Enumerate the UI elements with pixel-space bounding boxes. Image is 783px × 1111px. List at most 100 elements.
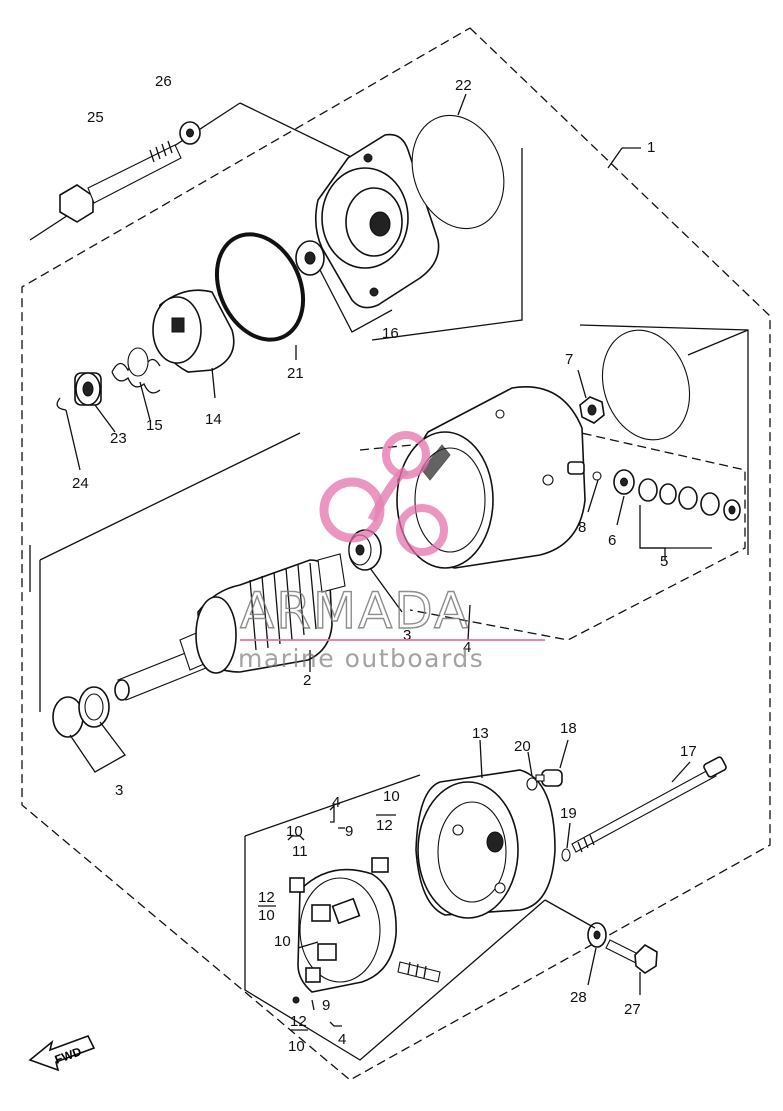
leader-16-bracket <box>319 269 393 333</box>
spring-part-15 <box>111 347 161 394</box>
leader-4 <box>467 604 471 641</box>
leader-3-upper <box>369 567 403 613</box>
callout-brackets <box>258 804 396 1031</box>
washer-part-6 <box>613 469 635 495</box>
callout-7: 7 <box>565 351 573 368</box>
leader-5 <box>639 505 666 560</box>
gasket-part-22 <box>411 114 505 230</box>
yoke-end-gasket <box>601 329 691 441</box>
bolt-part-27 <box>605 939 658 974</box>
callout-20: 20 <box>514 738 531 755</box>
callout-21: 21 <box>287 365 304 382</box>
leader-17 <box>671 761 691 783</box>
callout-10-middle: 10 <box>274 933 291 950</box>
watermark-logo <box>319 431 448 556</box>
callout-12-top: 12 <box>376 817 393 834</box>
leader-3-lower <box>69 721 126 773</box>
leader-7 <box>577 369 587 399</box>
callout-14: 14 <box>205 411 222 428</box>
yoke-part-4 <box>396 386 586 569</box>
leader-20 <box>527 751 533 777</box>
clip-part-24 <box>56 397 67 411</box>
long-bolt-part-17 <box>571 756 727 853</box>
guide-line-28 <box>544 899 596 929</box>
callout-10-bottom: 10 <box>288 1038 305 1055</box>
terminal-bolt <box>567 461 602 481</box>
callout-24: 24 <box>72 475 89 492</box>
leader-14 <box>211 367 216 399</box>
leader-13 <box>479 739 483 779</box>
callout-18: 18 <box>560 720 577 737</box>
drive-clutch-part-14 <box>152 289 235 373</box>
callout-9-bottom: 9 <box>322 997 330 1014</box>
screw-part-18 <box>535 769 563 787</box>
callout-2: 2 <box>303 672 311 689</box>
nut-part-7 <box>579 396 605 424</box>
callout-11: 11 <box>292 843 308 860</box>
washer-part-26 <box>179 121 201 145</box>
callout-5: 5 <box>660 553 668 570</box>
end-cover-part-13 <box>415 769 556 919</box>
forward-arrow: FWD <box>28 1035 96 1072</box>
callout-16: 16 <box>382 325 399 342</box>
callout-26: 26 <box>155 73 172 90</box>
watermark: ARMADA marine outboards <box>238 431 545 673</box>
callout-23: 23 <box>110 430 127 447</box>
collar-part-23 <box>74 372 102 406</box>
assembly-boundary-outline <box>21 27 771 1081</box>
callout-15: 15 <box>146 417 163 434</box>
callout-8: 8 <box>578 519 586 536</box>
leader-6 <box>616 495 625 526</box>
leader-15 <box>139 381 151 421</box>
callout-19: 19 <box>560 805 577 822</box>
o-ring-part-19 <box>561 848 571 862</box>
callout-12-bottom: 12 <box>290 1013 307 1030</box>
callout-12-left: 12 <box>258 889 275 906</box>
washer-set-part-5 <box>638 478 741 521</box>
callout-1: 1 <box>647 139 655 156</box>
frame-upper-right <box>371 148 523 341</box>
brush-holder-assembly <box>289 857 441 1004</box>
frame-lower <box>244 836 546 1061</box>
callout-3-lower: 3 <box>115 782 123 799</box>
leader-18 <box>559 739 569 769</box>
leader-28 <box>587 947 597 986</box>
leader-8 <box>587 479 599 513</box>
callout-10-left: 10 <box>258 907 275 924</box>
leader-19 <box>566 822 571 849</box>
callout-4-yoke: 4 <box>463 639 471 656</box>
front-bracket-part-16 <box>314 133 440 309</box>
watermark-brand: ARMADA <box>240 582 470 640</box>
callout-4-brush-bottom: 4 <box>338 1031 346 1048</box>
washer-part-20 <box>526 777 538 791</box>
frame-lower-top <box>244 774 421 837</box>
callout-27: 27 <box>624 1001 641 1018</box>
callout-22: 22 <box>455 77 472 94</box>
callout-9-top: 9 <box>345 823 353 840</box>
bracket-washer <box>295 240 325 276</box>
callout-4-brush-top: 4 <box>332 794 340 811</box>
callout-10-top-left: 10 <box>286 823 303 840</box>
frame-mid-top <box>39 432 301 561</box>
frame-right-top <box>687 329 749 356</box>
washer-part-28 <box>587 922 607 948</box>
armature-part-2 <box>114 553 346 701</box>
callout-13: 13 <box>472 725 489 742</box>
watermark-tagline: marine outboards <box>238 644 484 673</box>
bolt-part-25 <box>59 140 182 223</box>
o-ring-part-21 <box>214 232 306 342</box>
callout-3-upper: 3 <box>403 627 411 644</box>
leader-1b <box>607 147 623 169</box>
callout-6: 6 <box>608 532 616 549</box>
leader-22 <box>457 93 467 116</box>
leader-24 <box>65 409 81 471</box>
leader-9-bottom <box>311 999 315 1011</box>
callout-28: 28 <box>570 989 587 1006</box>
callout-10-top-right: 10 <box>383 788 400 805</box>
callout-17: 17 <box>680 743 697 760</box>
callout-25: 25 <box>87 109 104 126</box>
leader-23 <box>94 404 116 433</box>
washer-part-3-lower <box>52 686 110 738</box>
